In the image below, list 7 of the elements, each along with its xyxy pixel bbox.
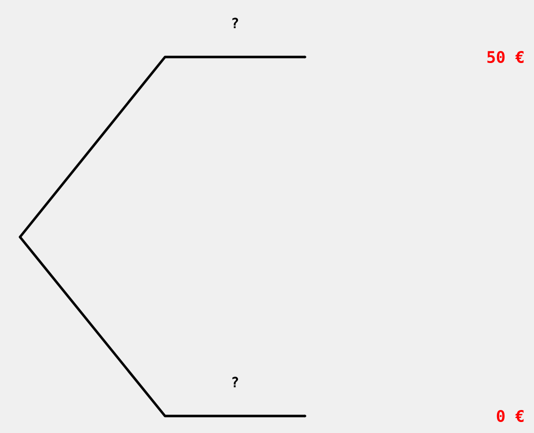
branch-point <box>18 236 22 238</box>
branch-point <box>304 56 306 58</box>
branch-point <box>304 414 306 418</box>
branch-line <box>19 236 305 418</box>
branch-line <box>19 56 305 238</box>
outcome-label: 50 € <box>487 50 524 64</box>
outcome-label: 0 € <box>496 410 524 422</box>
